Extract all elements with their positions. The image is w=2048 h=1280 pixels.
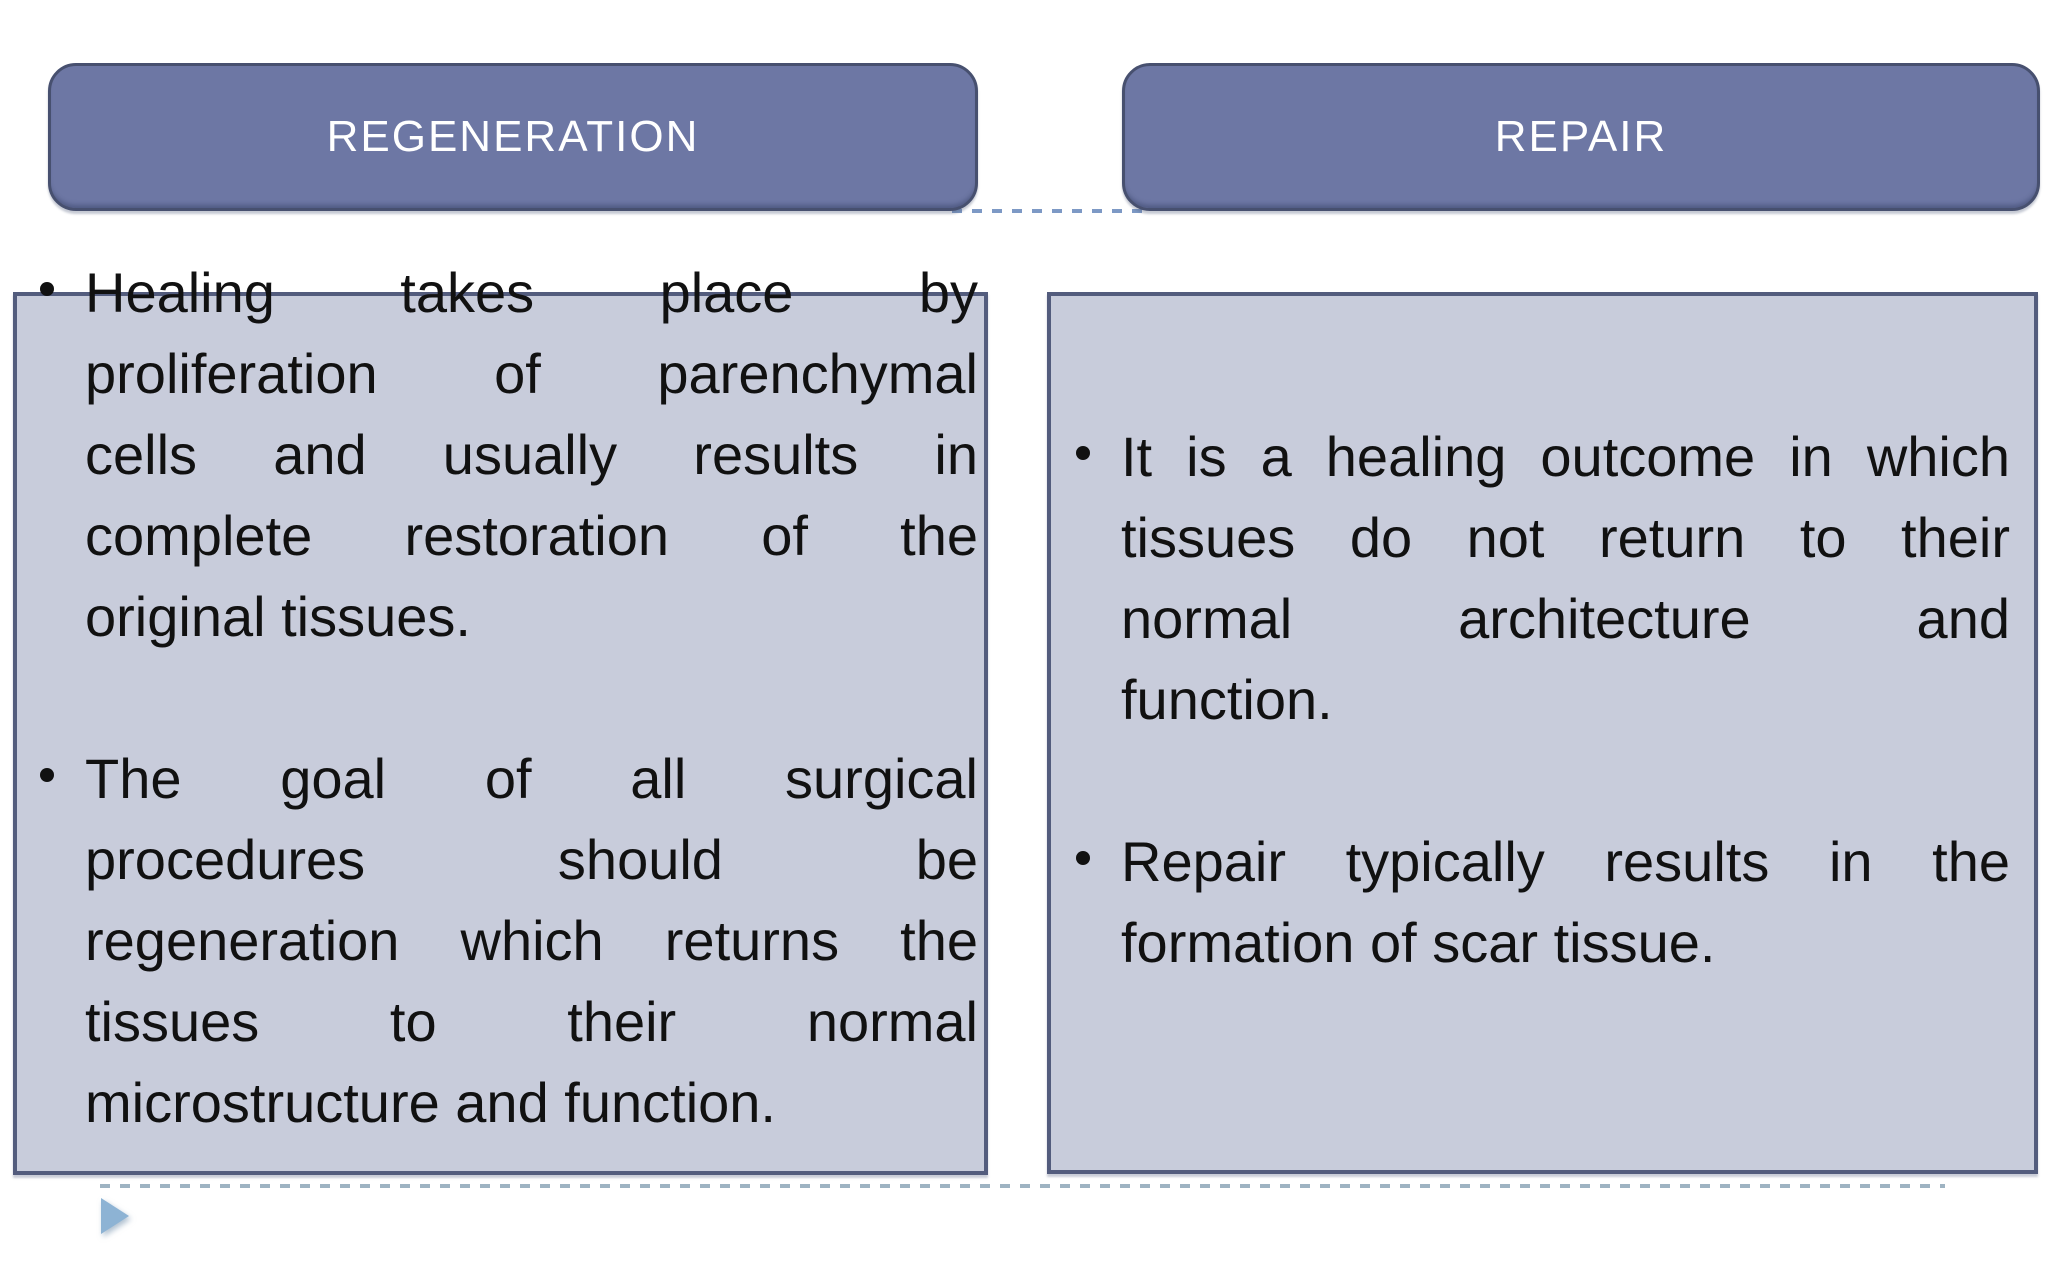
bullet-icon: [1076, 851, 1090, 865]
text-line: microstructure and function.: [85, 1071, 776, 1134]
header-regeneration: REGENERATION: [48, 63, 978, 211]
text-line: function.: [1121, 668, 1333, 731]
text-line: proliferation of parenchymal: [85, 342, 978, 405]
slide-advance-arrow-icon: [101, 1198, 129, 1234]
text-line: Repair typically results in the: [1121, 830, 2010, 893]
repair-text-block: It is a healing outcome in which tissues…: [1064, 416, 2010, 983]
bullet-text: It is a healing outcome in which tissues…: [1121, 416, 2010, 740]
regeneration-text-block: Healing takes place by proliferation of …: [28, 252, 978, 1143]
regeneration-panel: [13, 292, 988, 1175]
text-line: The goal of all surgical: [85, 747, 978, 810]
bullet-text: Healing takes place by proliferation of …: [85, 252, 978, 657]
list-item: Healing takes place by proliferation of …: [28, 252, 978, 657]
header-repair-label: REPAIR: [1494, 112, 1668, 161]
bullet-text: The goal of all surgical procedures shou…: [85, 738, 978, 1143]
text-line: cells and usually results in: [85, 423, 978, 486]
header-gap-dashed-line: [952, 209, 1142, 213]
text-line: formation of scar tissue.: [1121, 911, 1716, 974]
bullet-text: Repair typically results in the formatio…: [1121, 821, 2010, 983]
text-line: regeneration which returns the: [85, 909, 978, 972]
text-line: complete restoration of the: [85, 504, 978, 567]
list-item: It is a healing outcome in which tissues…: [1064, 416, 2010, 740]
text-line: procedures should be: [85, 828, 978, 891]
bullet-column: [28, 738, 85, 1143]
bullet-column: [1064, 821, 1121, 983]
text-line: tissues to their normal: [85, 990, 978, 1053]
bullet-column: [1064, 416, 1121, 740]
text-line: tissues do not return to their: [1121, 506, 2010, 569]
footer-dashed-line: [100, 1184, 1945, 1188]
repair-panel: [1047, 292, 2038, 1174]
bullet-icon: [1076, 446, 1090, 460]
list-item: The goal of all surgical procedures shou…: [28, 738, 978, 1143]
list-item: Repair typically results in the formatio…: [1064, 821, 2010, 983]
header-repair: REPAIR: [1122, 63, 2040, 211]
text-line: Healing takes place by: [85, 261, 978, 324]
bullet-icon: [40, 768, 54, 782]
bullet-column: [28, 252, 85, 657]
text-line: normal architecture and: [1121, 587, 2010, 650]
text-line: original tissues.: [85, 585, 471, 648]
header-regeneration-label: REGENERATION: [326, 112, 700, 161]
bullet-icon: [40, 282, 54, 296]
text-line: It is a healing outcome in which: [1121, 425, 2010, 488]
